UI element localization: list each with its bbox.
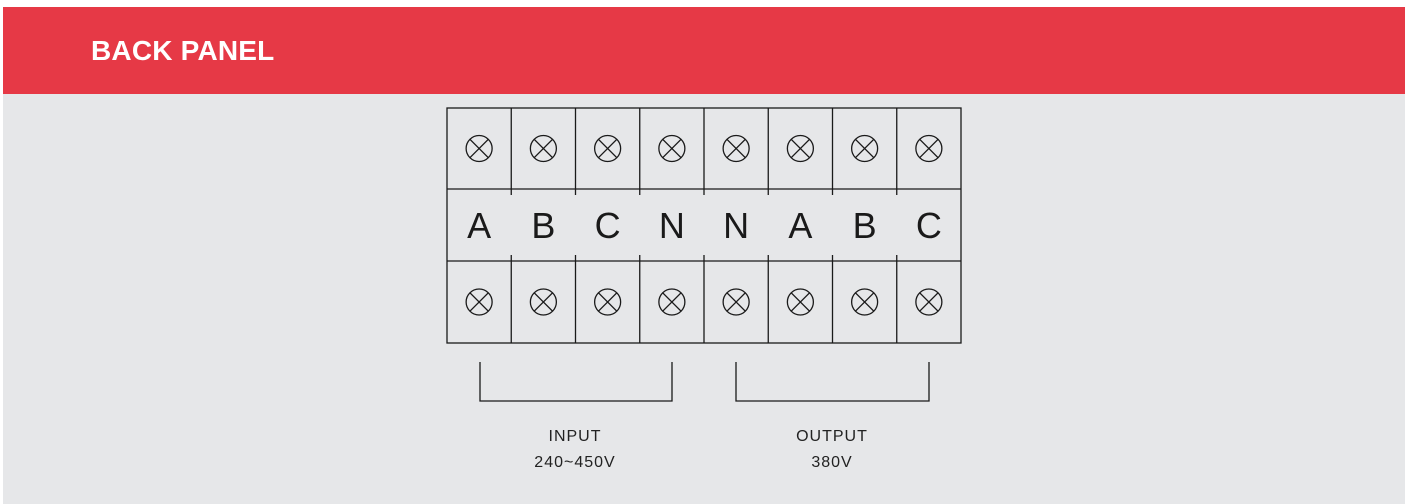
output-group-label: OUTPUT [796, 428, 868, 445]
bottom-screw-icon [593, 288, 622, 316]
input-voltage-label: 240~450V [534, 454, 616, 471]
terminal-label-c: C [595, 205, 621, 246]
bottom-screw-icon [786, 288, 815, 316]
input-group-label: INPUT [548, 428, 602, 445]
bottom-screw-icon [465, 288, 493, 316]
terminal-label-c: C [916, 205, 942, 246]
terminal-label-n: N [659, 205, 685, 246]
terminal-label-a: A [788, 205, 812, 246]
top-screw-icon [722, 134, 750, 163]
top-screw-icon [658, 134, 686, 163]
top-screw-icon [786, 134, 815, 163]
top-screw-icon [850, 134, 879, 163]
bottom-screw-icon [722, 288, 750, 316]
bottom-screw-icon [850, 288, 879, 316]
terminal-label-n: N [723, 205, 749, 246]
top-screw-icon [529, 134, 558, 163]
top-screw-icon [915, 134, 943, 163]
bottom-screw-icon [915, 288, 943, 316]
input-bracket [479, 362, 673, 402]
top-screw-icon [593, 134, 622, 163]
output-bracket [735, 362, 930, 402]
back-panel-header: BACK PANEL [3, 7, 1405, 94]
bottom-screw-icon [529, 288, 558, 316]
terminal-label-b: B [531, 205, 555, 246]
page-title: BACK PANEL [91, 35, 275, 66]
terminal-label-a: A [467, 205, 491, 246]
output-voltage-label: 380V [811, 454, 853, 471]
top-screw-icon [465, 134, 493, 163]
bottom-screw-icon [658, 288, 686, 316]
terminal-label-b: B [853, 205, 877, 246]
